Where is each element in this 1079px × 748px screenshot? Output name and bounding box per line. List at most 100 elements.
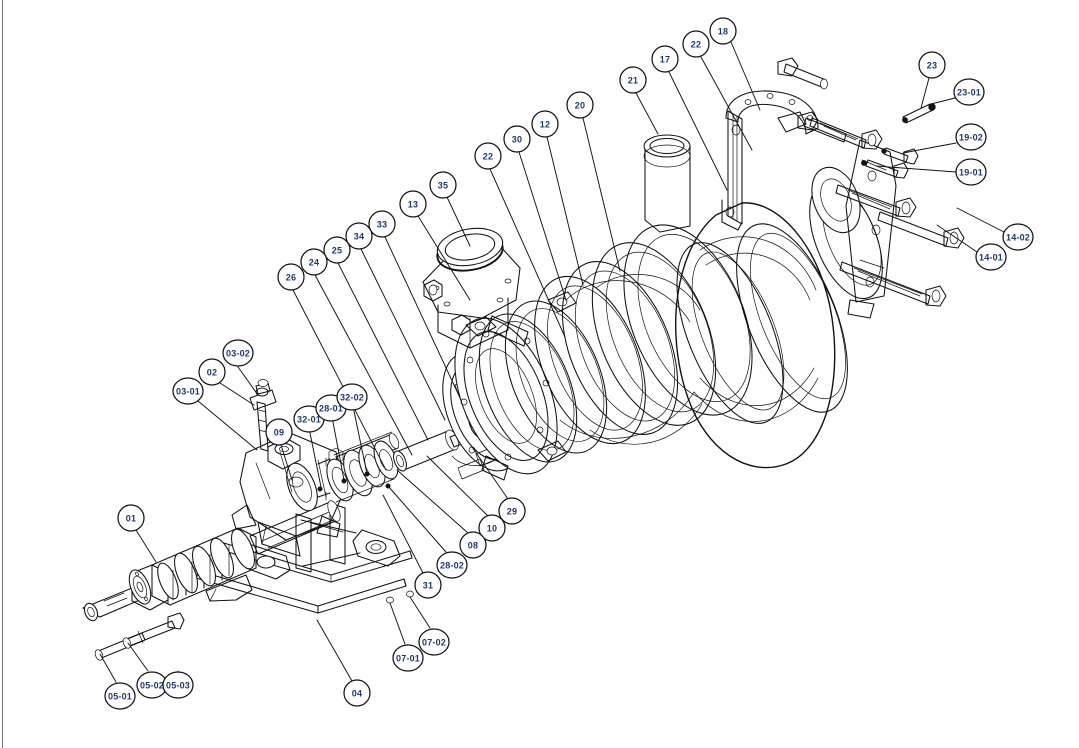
balloon-label: 23-01 xyxy=(957,88,981,98)
balloon-circle xyxy=(953,78,985,106)
leader-line-31 xyxy=(382,494,424,574)
balloon-label: 05-03 xyxy=(166,681,190,691)
balloon-label: 01 xyxy=(126,514,136,524)
balloon-label: 19-01 xyxy=(959,168,983,178)
balloon-callout-20[interactable]: 20 xyxy=(566,91,594,119)
balloon-circle xyxy=(198,358,226,386)
leader-line-02 xyxy=(219,382,255,406)
leader-line-09 xyxy=(280,444,293,481)
balloon-circle xyxy=(682,30,710,58)
balloon-callout-04[interactable]: 04 xyxy=(343,679,371,707)
balloon-callout-12[interactable]: 12 xyxy=(531,110,559,138)
leader-line-21 xyxy=(635,92,659,135)
balloon-label: 17 xyxy=(660,55,670,65)
balloon-circle xyxy=(392,644,424,672)
leader-line-14-02 xyxy=(956,207,1005,233)
balloon-callout-02[interactable]: 02 xyxy=(198,358,226,386)
balloon-callout-24[interactable]: 24 xyxy=(300,248,328,276)
balloon-label: 10 xyxy=(487,524,497,534)
balloon-callout-32-02[interactable]: 32-02 xyxy=(336,383,368,411)
leader-line-23-01 xyxy=(930,97,956,105)
balloon-callout-08[interactable]: 08 xyxy=(459,531,487,559)
balloon-callout-22[interactable]: 22 xyxy=(474,142,502,170)
leader-line-05-02 xyxy=(127,642,149,672)
leader-line-34 xyxy=(360,248,446,421)
balloon-circle xyxy=(343,679,371,707)
balloon-circle xyxy=(323,236,351,264)
balloon-callout-30[interactable]: 30 xyxy=(503,125,531,153)
balloon-callout-01[interactable]: 01 xyxy=(117,504,145,532)
balloon-circle xyxy=(955,158,987,186)
leader-line-19-02 xyxy=(902,142,957,154)
balloon-callout-05-03[interactable]: 05-03 xyxy=(162,671,194,699)
balloon-callout-03-02[interactable]: 03-02 xyxy=(222,339,254,367)
balloon-callout-29[interactable]: 29 xyxy=(498,497,526,525)
leader-line-19-01 xyxy=(875,165,957,173)
balloon-circle xyxy=(414,571,442,599)
balloon-label: 26 xyxy=(286,273,296,283)
balloon-circle xyxy=(436,551,468,579)
balloon-callout-13[interactable]: 13 xyxy=(399,190,427,218)
balloon-label: 29 xyxy=(507,507,517,517)
leader-line-22 xyxy=(489,168,566,338)
balloon-label: 07-01 xyxy=(396,654,420,664)
balloon-callout-26[interactable]: 26 xyxy=(277,263,305,291)
balloon-circle xyxy=(1002,223,1034,251)
balloon-callout-34[interactable]: 34 xyxy=(345,222,373,250)
balloon-callout-19-02[interactable]: 19-02 xyxy=(955,123,987,151)
leader-line-25 xyxy=(337,262,429,441)
balloon-callout-17[interactable]: 17 xyxy=(651,45,679,73)
balloon-callout-31[interactable]: 31 xyxy=(414,571,442,599)
balloon-label: 08 xyxy=(468,541,478,551)
discharge-pipe-spool xyxy=(643,134,691,233)
balloon-label: 23 xyxy=(927,61,937,71)
balloon-callout-23-01[interactable]: 23-01 xyxy=(953,78,985,106)
leader-line-22 xyxy=(700,56,753,151)
balloon-callout-19-01[interactable]: 19-01 xyxy=(955,158,987,186)
balloon-callout-33[interactable]: 33 xyxy=(368,210,396,238)
balloon-callout-10[interactable]: 10 xyxy=(478,514,506,542)
balloon-circle xyxy=(162,671,194,699)
balloon-callout-07-02[interactable]: 07-02 xyxy=(418,628,450,656)
leader-line-03-01 xyxy=(197,400,258,451)
balloon-circle xyxy=(277,263,305,291)
leader-line-13 xyxy=(417,215,471,301)
balloon-callout-18[interactable]: 18 xyxy=(709,17,737,45)
balloon-callout-35[interactable]: 35 xyxy=(429,171,457,199)
balloon-label: 14-02 xyxy=(1006,233,1030,243)
balloon-label: 35 xyxy=(438,181,448,191)
balloon-label: 22 xyxy=(691,40,701,50)
balloon-circle xyxy=(975,243,1007,271)
balloon-label: 05-01 xyxy=(108,692,132,702)
leader-line-33 xyxy=(384,236,462,401)
pump-casing-body xyxy=(675,202,848,469)
leader-line-20 xyxy=(582,117,621,272)
balloon-label: 07-02 xyxy=(422,638,446,648)
leader-line-23 xyxy=(920,77,930,109)
balloon-callout-09[interactable]: 09 xyxy=(265,418,293,446)
balloon-callout-21[interactable]: 21 xyxy=(619,66,647,94)
balloon-label: 03-02 xyxy=(226,349,250,359)
balloon-callout-25[interactable]: 25 xyxy=(323,236,351,264)
leader-line-01 xyxy=(135,529,157,563)
balloon-label: 31 xyxy=(423,581,433,591)
balloon-circle xyxy=(478,514,506,542)
balloon-callout-28-02[interactable]: 28-02 xyxy=(436,551,468,579)
balloon-callout-22[interactable]: 22 xyxy=(682,30,710,58)
balloon-callout-03-01[interactable]: 03-01 xyxy=(172,377,204,405)
balloon-callout-14-02[interactable]: 14-02 xyxy=(1002,223,1034,251)
balloon-callout-05-01[interactable]: 05-01 xyxy=(104,682,136,710)
balloon-callout-07-01[interactable]: 07-01 xyxy=(392,644,424,672)
bearing-housing-pedestal xyxy=(231,432,400,557)
rear-cover-assembly xyxy=(777,111,897,319)
balloon-callout-14-01[interactable]: 14-01 xyxy=(975,243,1007,271)
balloon-label: 19-02 xyxy=(959,133,983,143)
balloon-circle xyxy=(222,339,254,367)
leader-line-32-02 xyxy=(353,410,368,475)
balloon-callout-23[interactable]: 23 xyxy=(918,51,946,79)
balloon-circle xyxy=(918,51,946,79)
balloon-circle xyxy=(418,628,450,656)
balloon-label: 34 xyxy=(354,232,364,242)
